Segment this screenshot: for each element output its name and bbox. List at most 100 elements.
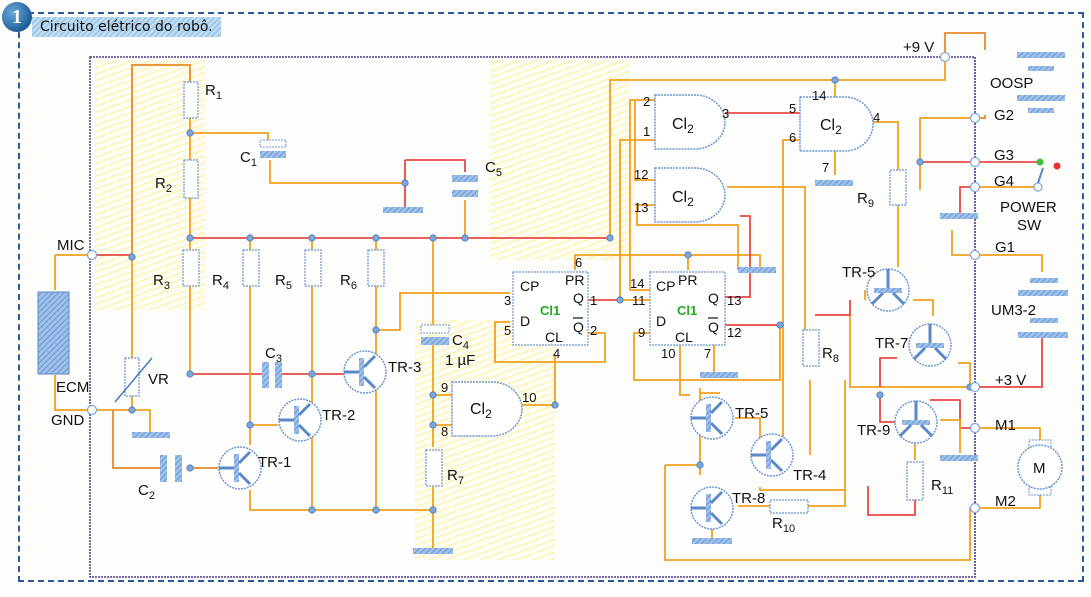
- wire: [375, 285, 510, 331]
- pin-number: 4: [553, 346, 560, 361]
- label-r9: R9: [857, 190, 874, 210]
- wire: [782, 139, 800, 470]
- power-switch-red-led: [1053, 162, 1061, 170]
- ic1-pin-numbers: 3 5 6 1 2 4 14 11 9 13 12 10 7: [504, 255, 741, 361]
- wire: [958, 362, 971, 387]
- pin-number: 13: [727, 293, 741, 308]
- pin-label: Q: [708, 319, 719, 335]
- pin-number: 7: [704, 346, 711, 361]
- label-c1: C1: [240, 149, 257, 169]
- junction-dot: [372, 234, 380, 242]
- ic1-label-a: Cl1: [540, 303, 560, 318]
- ic2-labels: Cl2 Cl2 Cl2 Cl2: [470, 116, 842, 421]
- label-power: POWER: [1000, 199, 1057, 216]
- transistor-tr5-upper: [866, 268, 910, 312]
- pin-number: 13: [634, 200, 648, 215]
- pin-label: Q: [708, 290, 719, 306]
- label-tr3: TR-3: [388, 359, 421, 376]
- transistor-tr3: [343, 350, 387, 394]
- terminal-g1: [969, 249, 981, 261]
- wire: [619, 139, 655, 300]
- label-gnd: GND: [51, 412, 85, 429]
- pin-label: Q: [573, 290, 584, 306]
- label-r8: R8: [822, 345, 839, 365]
- resistor-r6: [367, 249, 385, 287]
- junctions: [128, 76, 974, 514]
- wire: [725, 215, 751, 298]
- pin-number: 2: [590, 323, 597, 338]
- label-tr1: TR-1: [258, 454, 291, 471]
- label-tr5-upper: TR-5: [842, 264, 875, 281]
- label-g4: G4: [994, 173, 1014, 190]
- label-r11: R11: [931, 477, 953, 497]
- capacitor-c2-plate: [160, 455, 167, 482]
- ecm-microphone: [37, 291, 70, 375]
- pin-number: 6: [789, 130, 796, 145]
- battery-plate-um3: [1030, 278, 1058, 283]
- terminal-g2: [969, 112, 981, 124]
- label-c4: C4: [452, 332, 469, 352]
- power-switch-contact: [1033, 182, 1043, 192]
- wire: [735, 417, 761, 440]
- wire: [975, 495, 1041, 509]
- pin-number: 9: [638, 325, 645, 340]
- pin-label: PR: [565, 272, 584, 288]
- pin-label: Q: [573, 319, 584, 335]
- wire: [92, 409, 151, 437]
- pin-number: 14: [630, 276, 644, 291]
- wire: [574, 254, 761, 270]
- and-gate-ic2-b: [654, 167, 726, 223]
- junction-dot: [551, 401, 559, 409]
- junction-dot: [616, 296, 624, 304]
- power-switch-green-led: [1036, 158, 1044, 166]
- label-r6: R6: [340, 272, 357, 292]
- terminals: [86, 51, 1043, 514]
- transistor-tr1: [218, 446, 262, 490]
- label-r5: R5: [275, 272, 292, 292]
- label-ic2-a: Cl2: [672, 116, 694, 136]
- pin-label: CL: [545, 329, 563, 345]
- junction-dot: [372, 326, 380, 334]
- pin-number: 10: [661, 346, 675, 361]
- resistor-r9: [889, 169, 907, 206]
- ic1-labels: CP D PR Q Q CL Cl1 CP D PR Q Q CL Cl1: [520, 272, 719, 345]
- pin-number: 3: [504, 293, 511, 308]
- wire: [634, 100, 655, 181]
- battery-plate-oosp: [1028, 108, 1054, 113]
- and-gate-ic2-c: [799, 96, 874, 152]
- transistor-tr9: [894, 400, 938, 444]
- pin-number: 10: [522, 390, 536, 405]
- pin-number: 1: [590, 293, 597, 308]
- junction-dot: [429, 391, 437, 399]
- label-9v: +9 V: [903, 39, 934, 56]
- junction-dot: [128, 253, 136, 261]
- label-c4-value: 1 µF: [445, 352, 475, 369]
- wire: [951, 230, 975, 256]
- junction-dot: [916, 158, 924, 166]
- capacitor-c5-plate: [452, 175, 478, 182]
- ic1-label-b: Cl1: [677, 303, 697, 318]
- junction-dot: [308, 370, 316, 378]
- capacitor-c3-plate: [262, 362, 269, 388]
- grounds: [132, 180, 978, 554]
- wire: [913, 299, 934, 316]
- label-r3: R3: [153, 272, 170, 292]
- capacitor-c1-plate: [260, 151, 286, 158]
- capacitors: [160, 139, 478, 482]
- ground-symbol: [383, 207, 423, 213]
- terminal-gnd: [86, 404, 98, 416]
- label-motor: M: [1033, 460, 1046, 477]
- pin-number: 4: [873, 110, 880, 125]
- wire-ground-lower: [249, 490, 433, 511]
- resistor-r3: [182, 249, 200, 287]
- label-um3: UM3-2: [991, 302, 1036, 319]
- pin-number: 9: [441, 380, 448, 395]
- junction-dot: [246, 421, 254, 429]
- transistor-tr8: [690, 486, 734, 530]
- resistors: [124, 81, 924, 514]
- wire-9v: [609, 57, 946, 238]
- transistor-tr2: [278, 398, 322, 442]
- pin-label: D: [520, 313, 530, 329]
- battery-plate-um3: [1018, 332, 1068, 338]
- pin-number: 1: [643, 124, 650, 139]
